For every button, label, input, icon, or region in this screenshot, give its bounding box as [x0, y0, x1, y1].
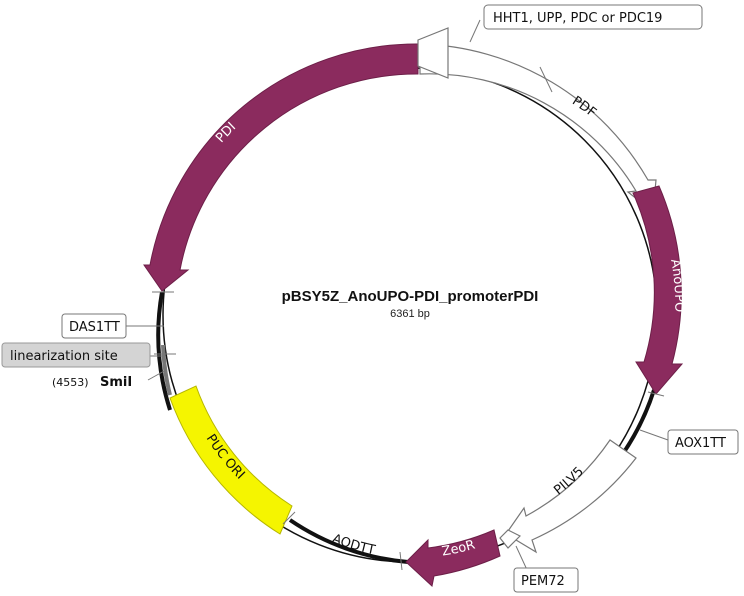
das1tt-callout-text: DAS1TT: [69, 320, 120, 335]
backbone-segment-das1tt: [156, 291, 172, 411]
feature-boundaries: [152, 291, 665, 571]
aox1tt-callout-box[interactable]: [667, 429, 739, 455]
smii-position: (4553): [52, 376, 89, 389]
aox1tt-callout-line: [639, 429, 669, 441]
aox1tt-callout-text: AOX1TT: [675, 436, 726, 451]
feature-zeor-arrow[interactable]: [405, 529, 501, 587]
hht1-callout-line: [469, 19, 481, 43]
pdf-divider: [539, 66, 553, 93]
das1tt-callout-box[interactable]: [61, 313, 127, 339]
feature-hht1-arrow[interactable]: [417, 27, 449, 79]
backbone-segment-aox1tt: [620, 389, 656, 457]
plasmid-size: 6361 bp: [390, 308, 430, 320]
feature-anoupo-label: AnoUPO: [667, 258, 686, 312]
feature-anoupo-arrow[interactable]: [632, 185, 684, 395]
backbone-segment-aodtt: [288, 518, 409, 564]
pem72-callout-text: PEM72: [521, 574, 565, 589]
linearization-callout-text: linearization site: [10, 349, 118, 364]
smii-enzyme: SmiI: [100, 375, 132, 390]
feature-pdi-arrow[interactable]: [143, 43, 419, 292]
plasmid-title: pBSY5Z_AnoUPO-PDI_promoterPDI: [282, 288, 539, 305]
pem72-callout-box[interactable]: [513, 567, 579, 593]
feature-pilv5-arrow[interactable]: [505, 439, 637, 554]
feature-aodtt-label: AODTT: [330, 531, 377, 558]
hht1-callout-box[interactable]: [483, 4, 703, 30]
linearization-callout-box[interactable]: [1, 342, 151, 368]
feature-pem72-arrow[interactable]: [499, 529, 522, 549]
feature-puc-ori[interactable]: [169, 385, 293, 535]
smii-callout-line: [147, 369, 167, 381]
hht1-callout-text: HHT1, UPP, PDC or PDC19: [493, 11, 662, 26]
